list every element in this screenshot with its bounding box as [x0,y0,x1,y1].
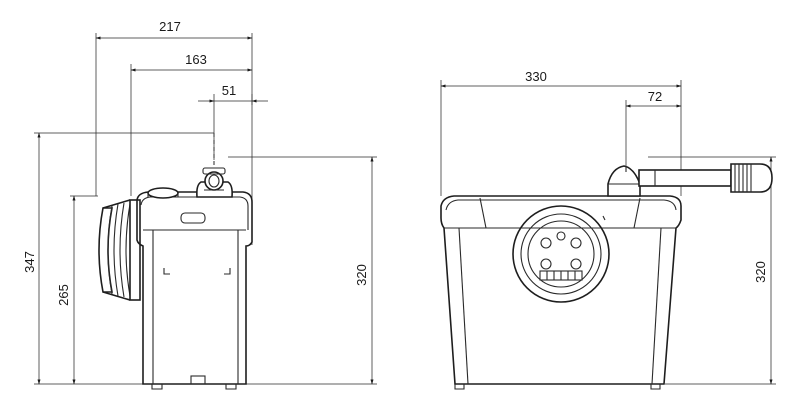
side-view: 217 163 51 347 265 320 [22,19,377,390]
front-dimension-lines [440,84,773,385]
dim-320-front-label: 320 [753,261,768,283]
side-extension-lines [34,33,377,385]
dim-72-label: 72 [648,89,662,104]
dim-320-side-label: 320 [354,264,369,286]
dim-51-label: 51 [222,83,236,98]
outlet-connector [196,167,233,198]
dim-217-label: 217 [159,19,181,34]
side-dimension-lines [37,36,374,385]
top-cap [147,187,179,199]
dim-347-label: 347 [22,251,37,273]
front-extension-lines [440,80,776,385]
inlet-sleeve [98,199,141,301]
front-view: 330 72 320 [440,69,776,390]
side-body [136,191,253,390]
dim-265-label: 265 [56,284,71,306]
front-body [440,195,682,390]
dim-330-label: 330 [525,69,547,84]
dim-163-label: 163 [185,52,207,67]
front-inlet [512,205,610,303]
front-outlet-pipe [607,163,773,197]
